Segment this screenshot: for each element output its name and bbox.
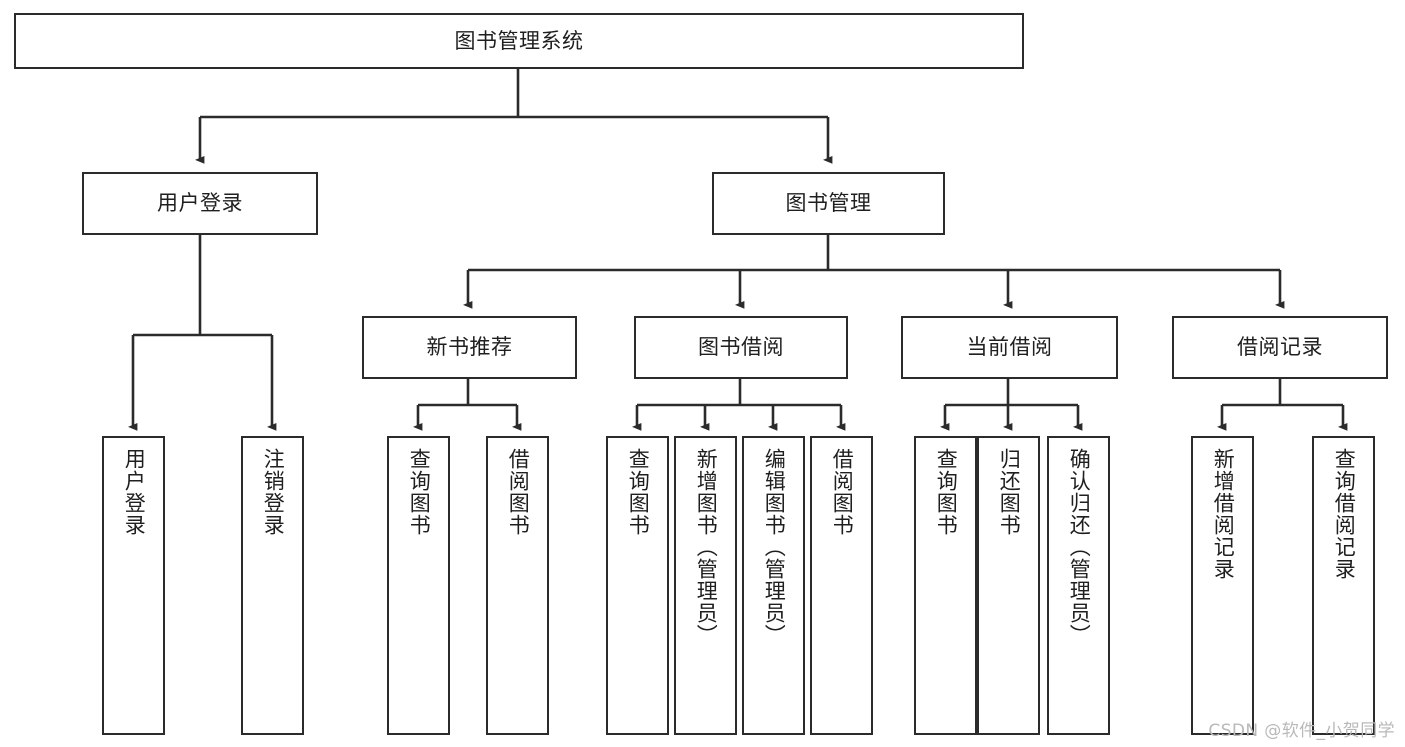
- leaf-current-query-book[interactable]: 查询图书: [914, 436, 977, 735]
- node-book-borrow[interactable]: 图书借阅: [634, 316, 848, 379]
- node-label: 新增借阅记录: [1211, 448, 1236, 580]
- leaf-user-login-login[interactable]: 用户登录: [102, 436, 165, 735]
- node-label: 新增图书（管理员）: [694, 448, 719, 646]
- node-label: 注销登录: [261, 448, 286, 536]
- node-borrow-record[interactable]: 借阅记录: [1172, 316, 1388, 379]
- leaf-borrow-borrow-book[interactable]: 借阅图书: [810, 436, 873, 735]
- node-label: 确认归还（管理员）: [1067, 448, 1092, 646]
- leaf-borrow-add-book-admin[interactable]: 新增图书（管理员）: [674, 436, 737, 735]
- leaf-borrow-query-book[interactable]: 查询图书: [606, 436, 669, 735]
- leaf-user-login-logout[interactable]: 注销登录: [241, 436, 304, 735]
- node-label: 归还图书: [997, 448, 1022, 536]
- leaf-borrow-edit-book-admin[interactable]: 编辑图书（管理员）: [742, 436, 805, 735]
- node-label: 用户登录: [157, 191, 243, 216]
- node-label: 查询图书: [626, 448, 651, 536]
- node-label: 图书管理系统: [454, 28, 584, 53]
- leaf-current-confirm-return-admin[interactable]: 确认归还（管理员）: [1047, 436, 1110, 735]
- node-label: 查询借阅记录: [1332, 448, 1357, 580]
- leaf-record-query-borrow-record[interactable]: 查询借阅记录: [1312, 436, 1375, 735]
- node-label: 借阅图书: [506, 448, 531, 536]
- node-label: 图书借阅: [698, 335, 784, 360]
- csdn-watermark: CSDN @软件_小贺同学: [1208, 721, 1395, 741]
- node-root-book-management-system[interactable]: 图书管理系统: [14, 13, 1024, 69]
- node-new-book-recommend[interactable]: 新书推荐: [362, 316, 577, 379]
- node-label: 借阅记录: [1237, 335, 1323, 360]
- node-label: 查询图书: [407, 448, 432, 536]
- node-label: 当前借阅: [966, 335, 1053, 360]
- node-label: 用户登录: [122, 448, 147, 536]
- node-label: 新书推荐: [426, 335, 513, 360]
- node-label: 查询图书: [934, 448, 959, 536]
- node-label: 编辑图书（管理员）: [762, 448, 787, 646]
- leaf-new-book-borrow-book[interactable]: 借阅图书: [486, 436, 549, 735]
- node-current-borrow[interactable]: 当前借阅: [901, 316, 1118, 379]
- leaf-record-add-borrow-record[interactable]: 新增借阅记录: [1191, 436, 1254, 735]
- leaf-new-book-query-book[interactable]: 查询图书: [387, 436, 450, 735]
- leaf-current-return-book[interactable]: 归还图书: [977, 436, 1040, 735]
- node-label: 借阅图书: [830, 448, 855, 536]
- node-user-login[interactable]: 用户登录: [82, 172, 318, 235]
- node-book-management[interactable]: 图书管理: [712, 172, 945, 235]
- node-label: 图书管理: [785, 191, 872, 216]
